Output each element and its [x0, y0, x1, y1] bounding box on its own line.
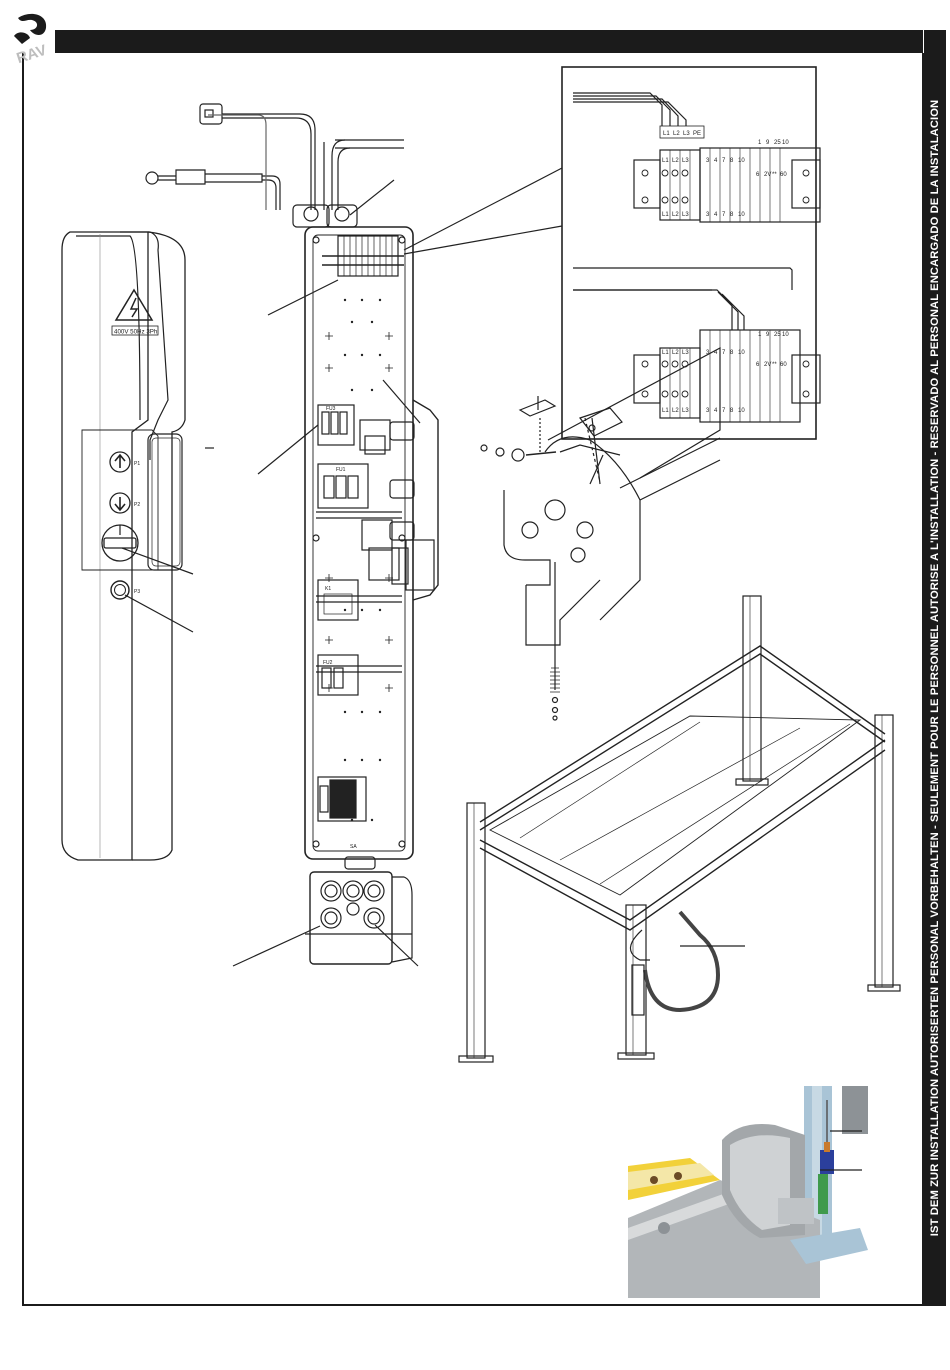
- terminal-label-phase-3-0: L1: [662, 408, 669, 414]
- label-fu1: FU1: [336, 467, 346, 473]
- terminal-label-top-0: L1: [663, 131, 670, 137]
- header-bar: [55, 30, 923, 53]
- terminal-label-b-0-1: 9: [766, 140, 770, 146]
- side-strip: [924, 30, 946, 1306]
- lift-structure: [458, 595, 901, 1063]
- terminal-label-num-0-1: 4: [714, 158, 718, 164]
- terminal-label-c-1-2: **: [772, 362, 777, 368]
- terminal-label-num-3-3: 8: [730, 408, 734, 414]
- rav-logo-icon: RAV: [14, 13, 49, 64]
- terminal-label-c-0-0: 6: [756, 172, 760, 178]
- terminal-label-phase-1-0: L1: [662, 212, 669, 218]
- box-bottom-view: [232, 871, 419, 967]
- terminal-label-phase-3-2: L3: [682, 408, 689, 414]
- terminal-label-num-2-0: 3: [706, 350, 710, 356]
- terminal-label-b-1-1: 9: [766, 332, 770, 338]
- terminal-label-phase-2-0: L1: [662, 350, 669, 356]
- terminal-label-b-0-3: 10: [782, 140, 789, 146]
- terminal-label-phase-2-2: L3: [682, 350, 689, 356]
- terminal-label-phase-1-2: L3: [682, 212, 689, 218]
- terminal-label-num-1-4: 10: [738, 212, 745, 218]
- terminal-label-num-3-4: 10: [738, 408, 745, 414]
- label-k1: K1: [325, 586, 331, 592]
- terminal-label-num-2-3: 8: [730, 350, 734, 356]
- control-box: FU3 FU1 K1: [257, 167, 563, 870]
- terminal-label-top-1: L2: [673, 131, 680, 137]
- cables: [145, 103, 404, 216]
- terminal-label-num-3-2: 7: [722, 408, 726, 414]
- terminal-label-num-1-1: 4: [714, 212, 718, 218]
- terminal-label-num-0-0: 3: [706, 158, 710, 164]
- terminal-label-c-0-2: **: [772, 172, 777, 178]
- terminal-label-b-1-0: 1: [758, 332, 762, 338]
- terminal-label-num-3-1: 4: [714, 408, 718, 414]
- wiring-detail: [561, 66, 821, 440]
- carriage-detail: [480, 346, 721, 721]
- terminal-label-num-2-1: 4: [714, 350, 718, 356]
- terminal-label-c-0-1: 2V: [764, 172, 771, 178]
- label-sa: SA: [350, 844, 357, 850]
- terminal-label-num-2-4: 10: [738, 350, 745, 356]
- page-frame: [22, 53, 924, 1306]
- terminal-label-c-1-0: 6: [756, 362, 760, 368]
- terminal-label-c-1-1: 2V: [764, 362, 771, 368]
- terminal-label-phase-0-1: L2: [672, 158, 679, 164]
- terminal-label-num-0-4: 10: [738, 158, 745, 164]
- terminal-label-phase-0-2: L3: [682, 158, 689, 164]
- terminal-label-phase-3-1: L2: [672, 408, 679, 414]
- terminal-label-c-0-3: 60: [780, 172, 787, 178]
- terminal-label-top-3: PE: [693, 131, 701, 137]
- terminal-label-phase-1-1: L2: [672, 212, 679, 218]
- button-label-p2: P2: [134, 502, 140, 508]
- label-fu3: FU3: [326, 406, 336, 412]
- terminal-label-b-1-2: 25: [774, 332, 781, 338]
- terminal-label-num-3-0: 3: [706, 408, 710, 414]
- terminal-label-top-2: L3: [683, 131, 690, 137]
- terminal-label-num-0-2: 7: [722, 158, 726, 164]
- label-fu2: FU2: [323, 660, 333, 666]
- front-panel: 400V 50Hz 3Ph P1 P2 P3: [61, 231, 214, 861]
- terminal-label-c-1-3: 60: [780, 362, 787, 368]
- terminal-label-num-1-3: 8: [730, 212, 734, 218]
- voltage-label: 400V 50Hz 3Ph: [114, 329, 158, 336]
- button-label-p3: P3: [134, 589, 140, 595]
- terminal-label-num-1-0: 3: [706, 212, 710, 218]
- terminal-label-b-0-0: 1: [758, 140, 762, 146]
- button-label-p1: P1: [134, 461, 140, 467]
- terminal-label-num-2-2: 7: [722, 350, 726, 356]
- terminal-label-b-0-2: 25: [774, 140, 781, 146]
- terminal-label-b-1-3: 10: [782, 332, 789, 338]
- terminal-label-phase-2-1: L2: [672, 350, 679, 356]
- sensor-photo: [628, 1086, 868, 1298]
- terminal-label-num-0-3: 8: [730, 158, 734, 164]
- terminal-label-num-1-2: 7: [722, 212, 726, 218]
- terminal-label-phase-0-0: L1: [662, 158, 669, 164]
